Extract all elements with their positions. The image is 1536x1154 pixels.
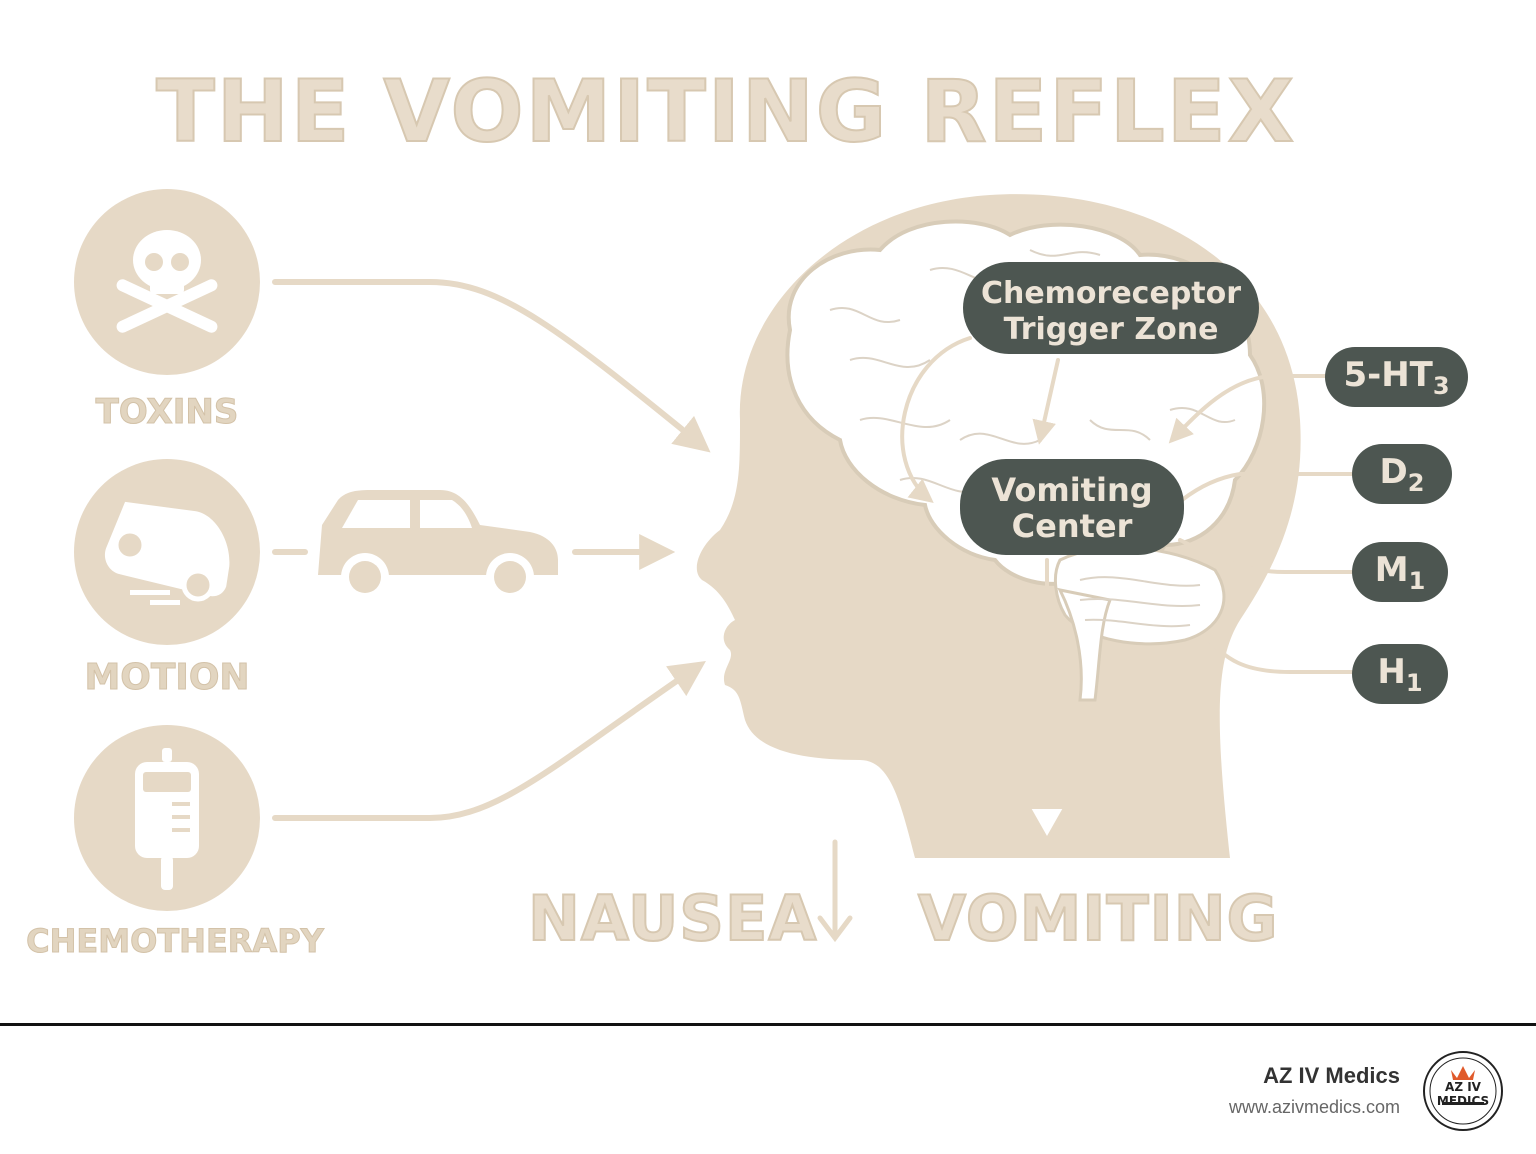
receptor-d2-line bbox=[1180, 472, 1354, 502]
ctz-pill bbox=[963, 262, 1259, 354]
trigger-label-chemotherapy: CHEMOTHERAPY bbox=[26, 922, 325, 961]
ctz-to-vc-arrow bbox=[1032, 358, 1060, 445]
diagram-svg bbox=[74, 189, 1468, 943]
receptor-d2-base: D bbox=[1379, 452, 1408, 492]
receptor-m1-base: M bbox=[1374, 550, 1409, 590]
vc-label-line1: Vomiting bbox=[991, 471, 1153, 509]
receptor-5ht3: 5-HT3 bbox=[1325, 355, 1468, 400]
iv-bag-icon bbox=[135, 748, 199, 890]
receptor-m1-line bbox=[1178, 538, 1354, 574]
cortex-to-vc-arrow bbox=[900, 336, 972, 504]
receptor-d2: D2 bbox=[1352, 452, 1452, 497]
brand-logo-text: AZ IV MEDICS bbox=[1436, 1080, 1490, 1108]
receptor-pill-h1 bbox=[1352, 644, 1448, 704]
receptor-h1-line bbox=[1203, 633, 1354, 674]
receptor-h1-base: H bbox=[1377, 652, 1406, 692]
car-motion-icon bbox=[104, 501, 230, 605]
footer-divider bbox=[0, 1023, 1536, 1026]
ctz-label: Chemoreceptor Trigger Zone bbox=[963, 276, 1259, 348]
receptor-h1-sub: 1 bbox=[1405, 669, 1423, 697]
vomiting-arrowhead bbox=[1028, 807, 1066, 841]
brand-logo-icon bbox=[1423, 1051, 1503, 1131]
trigger-label-toxins: TOXINS bbox=[95, 392, 239, 433]
trigger-label-motion: MOTION bbox=[84, 657, 250, 699]
receptor-5ht3-line bbox=[1168, 374, 1327, 444]
receptor-pill-m1 bbox=[1352, 542, 1448, 602]
ctz-label-line1: Chemoreceptor bbox=[980, 276, 1242, 311]
vc-label: Vomiting Center bbox=[960, 472, 1184, 544]
outcome-vomiting: VOMITING bbox=[917, 881, 1279, 956]
receptor-d2-sub: 2 bbox=[1407, 469, 1425, 497]
receptor-h1: H1 bbox=[1352, 652, 1448, 697]
receptor-5ht3-base: 5-HT bbox=[1343, 355, 1433, 395]
toxins-arrow bbox=[272, 279, 711, 453]
nausea-down-arrow bbox=[817, 839, 853, 943]
receptor-pill-d2 bbox=[1352, 444, 1452, 504]
skull-crossbones-icon bbox=[116, 230, 218, 333]
page-title: THE VOMITING REFLEX bbox=[155, 61, 1296, 163]
car-icon bbox=[318, 490, 558, 601]
receptor-pill-5ht3 bbox=[1325, 347, 1468, 407]
vc-pill bbox=[960, 459, 1184, 555]
brain-folds bbox=[829, 249, 1236, 628]
chemotherapy-arrow bbox=[272, 660, 706, 821]
brand-name: AZ IV Medics bbox=[1263, 1063, 1400, 1088]
receptor-5ht3-sub: 3 bbox=[1432, 372, 1450, 400]
outcome-nausea: NAUSEA bbox=[527, 881, 818, 956]
brand-url[interactable]: www.azivmedics.com bbox=[1228, 1097, 1400, 1117]
ctz-label-line2: Trigger Zone bbox=[1003, 312, 1219, 347]
vc-label-line2: Center bbox=[1011, 507, 1133, 545]
receptor-m1: M1 bbox=[1352, 550, 1448, 595]
receptor-m1-sub: 1 bbox=[1408, 567, 1426, 595]
